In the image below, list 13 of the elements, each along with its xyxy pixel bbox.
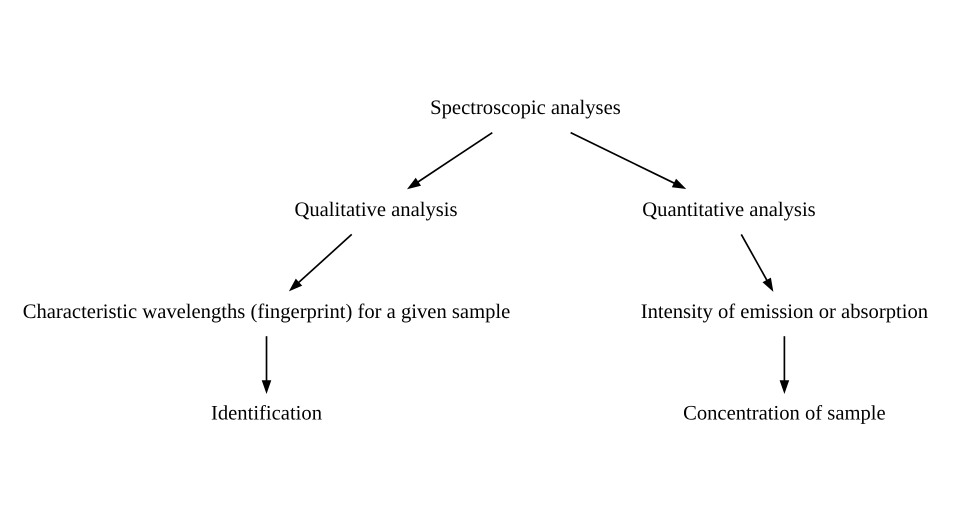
node-text: Spectroscopic analyses <box>430 96 621 119</box>
node-text: Qualitative analysis <box>294 198 458 221</box>
node-text: Characteristic wavelengths (fingerprint) for a given sample <box>22 300 510 322</box>
node-text: Identification <box>211 402 322 424</box>
arrow <box>406 131 493 189</box>
arrow <box>570 131 686 188</box>
arrow <box>780 336 790 394</box>
node-text: Concentration of sample <box>683 402 886 424</box>
arrow <box>288 233 352 291</box>
arrow <box>262 336 272 394</box>
node-text: Intensity of emission or absorption <box>640 300 928 322</box>
node-text: Quantitative analysis <box>642 198 816 221</box>
arrow <box>740 234 774 292</box>
